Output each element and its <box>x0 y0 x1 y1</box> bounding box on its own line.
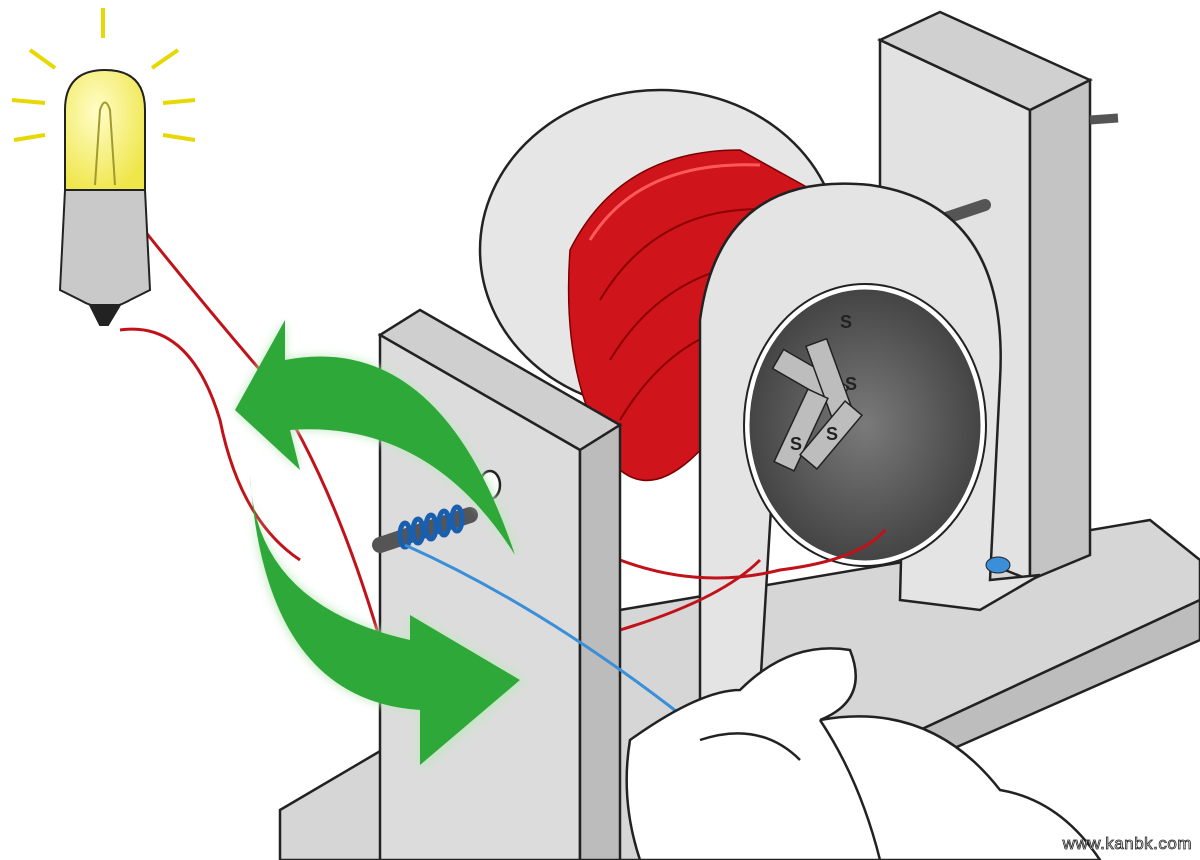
magnet-bar <box>773 388 829 472</box>
magnet-label: S <box>826 424 838 444</box>
watermark: www.kanbk.com <box>1062 834 1192 854</box>
screw-head <box>985 556 1011 574</box>
light-bulb-icon <box>11 8 196 326</box>
magnet-bar <box>799 400 863 470</box>
magnet-label: S <box>840 312 852 332</box>
rotation-arrows-icon <box>235 320 525 770</box>
magnet-rotor: S S S S <box>743 283 1011 574</box>
axle-with-blue-coil <box>372 504 701 732</box>
magnet-label: S <box>845 374 857 394</box>
hand <box>625 647 1102 860</box>
magnet-label: S <box>790 434 802 454</box>
light-rays <box>11 8 196 142</box>
blue-wire <box>404 543 701 732</box>
